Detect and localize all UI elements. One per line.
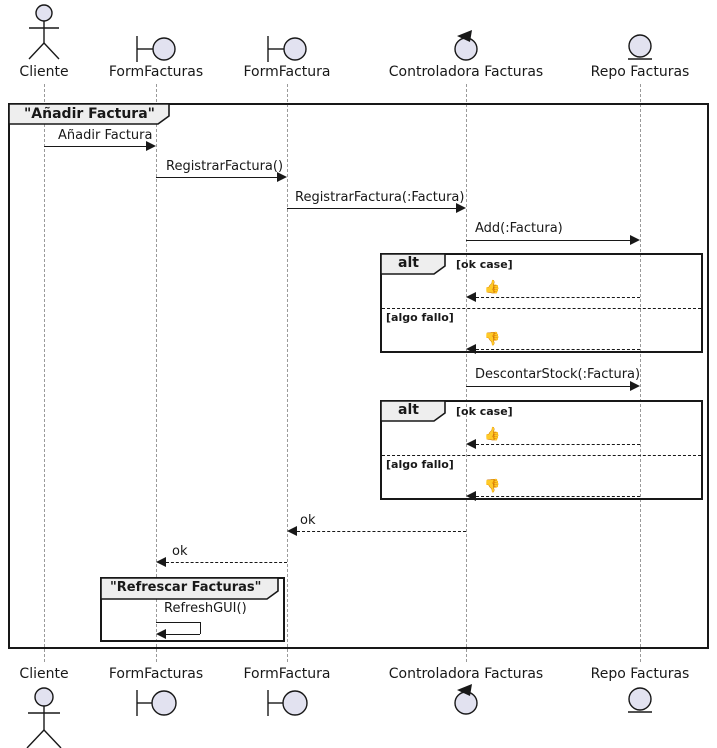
actor-icon: [26, 687, 62, 748]
alt-guard-ok: [ok case]: [456, 405, 513, 418]
self-message-line: [200, 622, 201, 634]
self-message-line: [164, 634, 200, 635]
lifeline-repo-facturas: [640, 84, 641, 662]
arrowhead-left: [466, 344, 476, 354]
alt-divider: [382, 455, 701, 456]
return-line: [476, 349, 640, 350]
participant-label-controladora: Controladora Facturas: [388, 666, 544, 682]
participant-label-formfactura: FormFactura: [243, 666, 331, 682]
arrowhead-right: [146, 141, 156, 151]
boundary-icon: [267, 36, 307, 62]
arrowhead-left: [466, 491, 476, 501]
frame-tab: [8, 103, 170, 125]
alt-tab: [380, 400, 446, 422]
boundary-icon: [136, 690, 177, 716]
alt-operator: alt: [398, 402, 419, 418]
refresh-frame-title: "Refrescar Facturas": [110, 580, 262, 595]
message-line: [287, 208, 456, 209]
arrowhead-left: [466, 439, 476, 449]
arrowhead-left: [287, 526, 297, 536]
return-line: [297, 531, 466, 532]
frame-anadir-factura: [8, 103, 709, 649]
arrowhead-right: [277, 172, 287, 182]
alt-frame-2: [380, 400, 703, 500]
participant-label-cliente: Cliente: [19, 666, 69, 682]
frame-tab: [100, 577, 279, 600]
message-line: [466, 386, 630, 387]
participant-label-controladora: Controladora Facturas: [388, 64, 544, 80]
participant-label-formfactura: FormFactura: [243, 64, 331, 80]
thumbs-up-icon: 👍: [484, 280, 501, 295]
entity-icon: [628, 34, 652, 60]
message-label: RegistrarFactura(:Factura): [295, 190, 465, 205]
message-label: RegistrarFactura(): [166, 159, 284, 174]
boundary-icon: [136, 36, 176, 62]
control-icon: [454, 684, 478, 715]
participant-label-repo: Repo Facturas: [590, 64, 690, 80]
alt-guard-fail: [algo fallo]: [386, 311, 454, 324]
return-label-ok: ok: [172, 544, 188, 559]
actor-icon: [28, 4, 60, 60]
alt-guard-ok: [ok case]: [456, 258, 513, 271]
thumbs-up-icon: 👍: [484, 427, 501, 442]
return-line: [476, 444, 640, 445]
message-label: Add(:Factura): [475, 221, 563, 236]
message-label: Añadir Factura: [58, 128, 153, 143]
return-line: [476, 496, 640, 497]
participant-label-repo: Repo Facturas: [590, 666, 690, 682]
frame-title: "Añadir Factura": [24, 106, 155, 122]
return-line: [476, 297, 640, 298]
message-line: [44, 146, 146, 147]
participant-label-cliente: Cliente: [19, 64, 69, 80]
arrowhead-right: [456, 203, 466, 213]
arrowhead-right: [630, 235, 640, 245]
message-label: DescontarStock(:Factura): [475, 367, 641, 382]
return-label-ok: ok: [300, 513, 316, 528]
arrowhead-right: [630, 381, 640, 391]
return-line: [166, 562, 287, 563]
message-line: [156, 177, 277, 178]
arrowhead-left: [156, 629, 166, 639]
lifeline-formfacturas: [156, 84, 157, 662]
alt-divider: [382, 308, 701, 309]
alt-guard-fail: [algo fallo]: [386, 458, 454, 471]
participant-label-formfacturas: FormFacturas: [108, 666, 204, 682]
alt-tab: [380, 253, 446, 275]
arrowhead-left: [466, 292, 476, 302]
thumbs-down-icon: 👎: [484, 332, 501, 347]
thumbs-down-icon: 👎: [484, 479, 501, 494]
lifeline-cliente: [44, 84, 45, 662]
message-line: [466, 240, 630, 241]
arrowhead-left: [156, 557, 166, 567]
self-message-label: RefreshGUI(): [164, 601, 247, 616]
lifeline-formfactura: [287, 84, 288, 662]
alt-frame-1: [380, 253, 703, 353]
alt-operator: alt: [398, 255, 419, 271]
participant-label-formfacturas: FormFacturas: [108, 64, 204, 80]
lifeline-controladora-facturas: [466, 84, 467, 662]
entity-icon: [628, 687, 652, 713]
self-message-line: [156, 622, 200, 623]
boundary-icon: [267, 690, 308, 716]
control-icon: [454, 30, 478, 61]
